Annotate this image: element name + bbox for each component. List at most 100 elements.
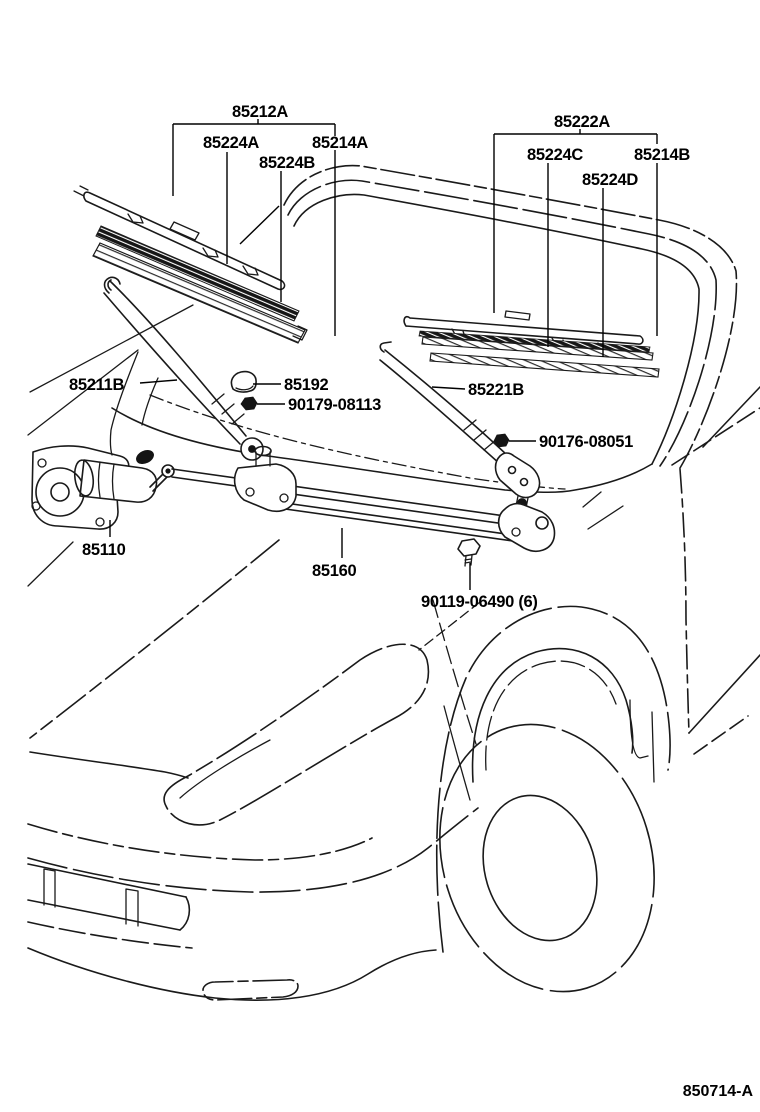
right-arm-end-plate [494,452,541,499]
part-label-85224b: 85224B [259,154,315,172]
left-blade-claw-3 [242,265,259,276]
headlight-inner-line [179,739,271,799]
left-arm-leader [139,379,178,384]
motor-bracket-hole-1 [37,458,47,468]
part-number-labels: 85212A 85224A 85214A 85224B 85222A 85224… [69,103,691,611]
right-arm-nut-part [493,433,510,448]
right-blade-bridge [504,310,531,321]
right-arm-tip [379,341,392,353]
grille-slat-1 [43,868,56,908]
right-pivot-hole-2 [511,527,521,537]
left-arm-segment-lines [211,393,245,425]
roof-middle-line [287,179,717,467]
part-label-85110: 85110 [82,541,126,559]
rocker-line-2 [693,715,749,755]
right-blade-frame [403,315,644,345]
windshield-top-edge [293,193,700,465]
link-bolt-shank [464,554,473,567]
right-arm-upper-edge [384,349,509,457]
link-bolt-part [457,538,481,567]
part-label-90179-08113: 90179-08113 [288,396,381,414]
hood-crease [29,539,280,739]
left-pivot-hole-1 [245,487,255,497]
left-arm-lower-edge [103,292,241,445]
motor-bracket-hole-2 [31,501,41,511]
left-blade-frame [83,191,286,291]
fender-arch-outer [435,605,671,953]
part-label-90176-08051: 90176-08051 [539,433,633,451]
part-label-85192: 85192 [284,376,329,394]
link-bolt-head [457,538,481,557]
right-arm-plate-hole-2 [519,477,529,487]
right-wiper-arm [379,341,541,509]
right-pivot-assembly [497,502,556,552]
left-pivot-hole-2 [279,493,289,503]
left-arm-upper-edge [109,280,247,437]
part-label-85222a: 85222A [554,113,610,131]
front-wheel-assembly [418,599,671,993]
right-blade-rubber-dark [418,330,651,353]
left-blade-diagonal-leader [239,205,280,245]
fog-lamp-slot [202,979,299,1001]
part-label-85224a: 85224A [203,134,259,152]
mudguard-tab-1 [629,699,649,759]
wheel-rim [482,794,598,942]
left-blade-rubber-endcap [292,325,308,341]
callout-lines [109,119,658,590]
cowl-shade-dash-2 [587,505,624,530]
right-pivot-plate [497,502,556,552]
left-pivot-stud [255,451,271,467]
pivot-cap-inner-line [235,385,254,391]
rocker-line-1 [688,654,760,734]
part-label-90119-06490: 90119-06490 (6) [421,593,538,611]
left-wiper-arm [103,276,264,461]
right-arm-lower-edge [379,359,501,465]
headlight-outline [163,643,430,826]
grille-bottom-edge [27,899,181,931]
grille-end-cap [179,896,191,931]
part-label-85224d: 85224D [582,171,638,189]
link-rod-1 [171,468,513,526]
part-label-85211b: 85211B [69,376,124,394]
right-arm-plate-hole-1 [507,465,517,475]
part-label-85214a: 85214A [312,134,368,152]
link-rod-2 [277,501,521,543]
crank-rod-end [136,449,154,465]
roof-outer-line [283,164,738,469]
motor-gear-hub [50,482,70,502]
part-label-85224c: 85224C [527,146,583,164]
door-front-edge [679,468,690,734]
left-pivot-plate [233,463,297,512]
left-blade-bracket [172,119,336,336]
part-label-85214b: 85214B [634,146,690,164]
left-arm-hook [103,276,121,294]
car-body-outline [27,164,760,1001]
wheel-opening-inner [485,660,617,771]
mudguard-tab-2 [651,711,655,783]
arm-nut-part [240,396,258,411]
cowl-left-edge-2 [141,377,159,426]
bumper-mid-line [27,921,193,949]
cowl-line [111,407,653,494]
left-pivot-stud-top [254,445,272,457]
left-pivot-assembly [233,445,297,512]
motor-end-cap [73,459,95,497]
grille-top-edge [27,863,187,898]
crank-boss-center [165,468,171,474]
cowl-shade-dash-1 [582,491,602,508]
drawing-number: 850714-A [683,1083,754,1100]
wiper-linkage [171,445,556,552]
left-blade-claw-1 [127,213,144,224]
motor-body [79,459,158,503]
left-wiper-blade [73,185,308,344]
windshield-bottom-dashed [149,394,566,490]
quarter-line-2 [671,407,760,466]
right-blade-rubber-light-1 [421,336,654,361]
small-parts [230,370,510,567]
bumper-corner-seam [443,705,471,801]
glass-shade-line-2 [27,349,139,436]
right-blade-bracket [493,129,658,357]
part-label-85160: 85160 [312,562,357,580]
